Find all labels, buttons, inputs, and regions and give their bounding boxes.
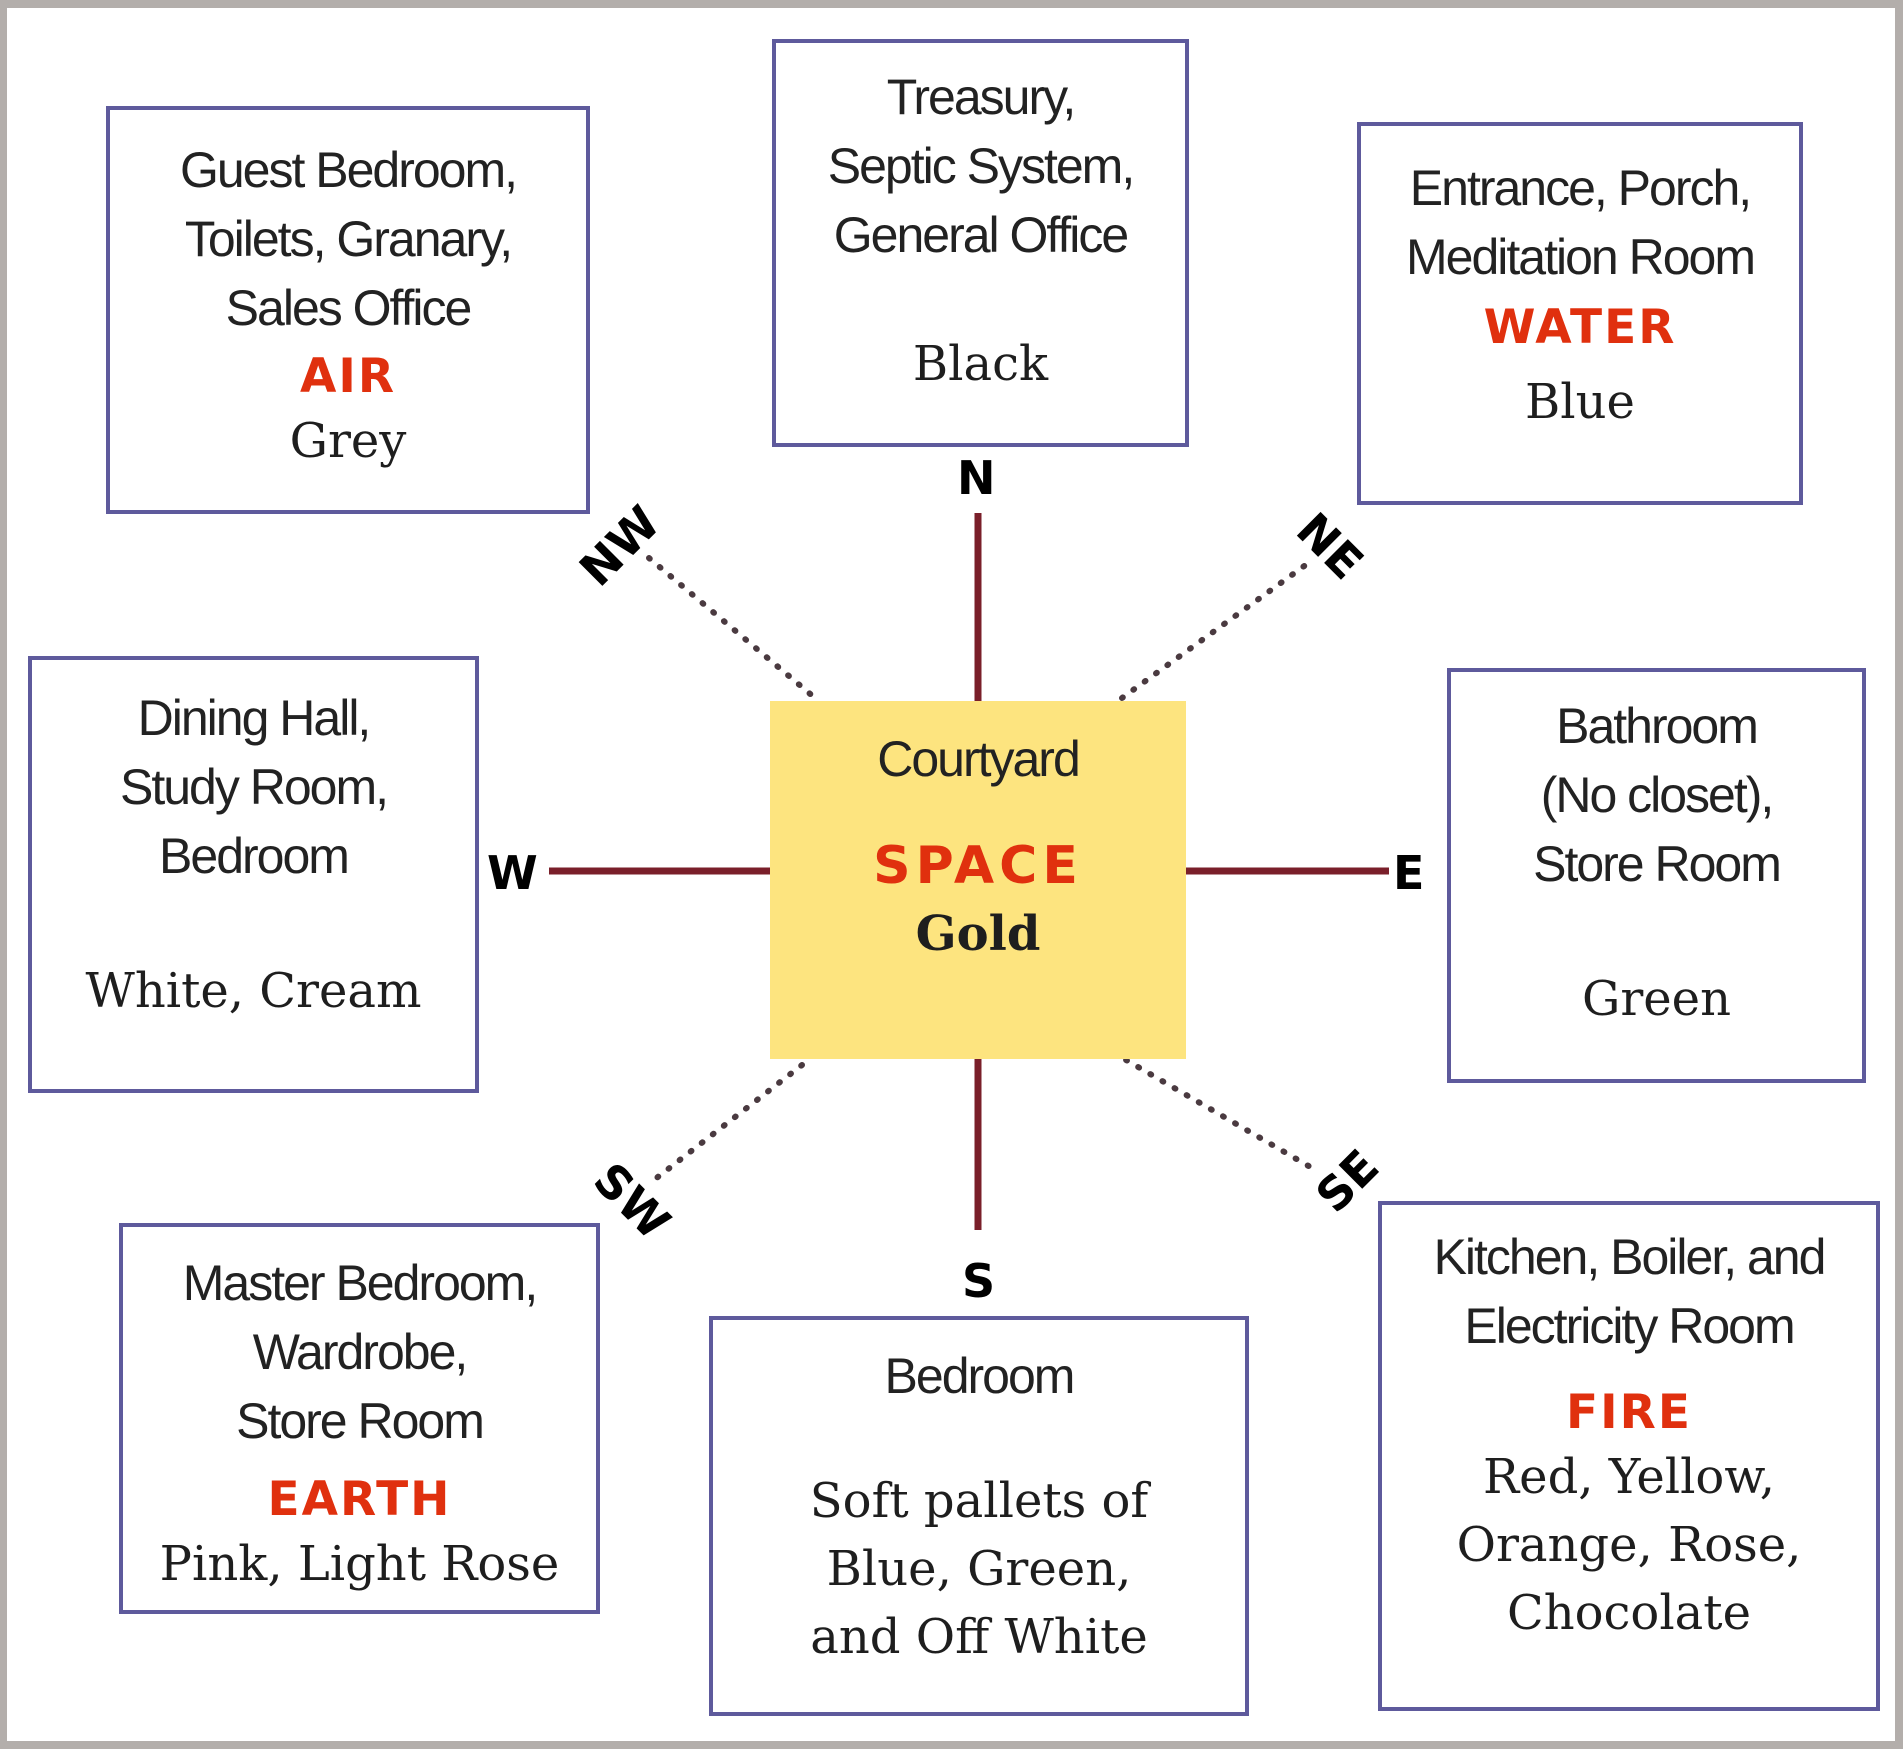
southwest-diagonal xyxy=(651,1062,805,1183)
southeast-diagonal xyxy=(1111,1050,1315,1171)
zone-north-east: Entrance, Porch, Meditation Room WATER B… xyxy=(1357,122,1803,505)
zone-west: Dining Hall, Study Room, Bedroom White, … xyxy=(28,656,479,1093)
zone-rooms: Kitchen, Boiler, and Electricity Room xyxy=(1433,1229,1827,1354)
zone-element: EARTH xyxy=(267,1472,452,1527)
zone-colors: Grey xyxy=(289,413,407,469)
northwest-diagonal xyxy=(646,555,818,701)
zone-rooms: Dining Hall, Study Room, Bedroom xyxy=(119,690,389,884)
zone-rooms: Guest Bedroom, Toilets, Granary, Sales O… xyxy=(179,142,518,336)
zone-colors: Soft pallets of Blue, Green, and Off Whi… xyxy=(809,1473,1149,1665)
center-rooms: Courtyard xyxy=(877,731,1081,787)
zone-south-west: Master Bedroom, Wardrobe, Store Room EAR… xyxy=(119,1223,600,1614)
zone-colors: White, Cream xyxy=(85,963,422,1019)
zone-colors: Green xyxy=(1581,971,1731,1027)
zone-colors: Black xyxy=(912,336,1049,392)
zone-rooms: Master Bedroom, Wardrobe, Store Room xyxy=(182,1255,538,1449)
zone-element: WATER xyxy=(1483,300,1677,355)
northeast-diagonal xyxy=(1119,561,1310,701)
zone-colors: Blue xyxy=(1525,374,1635,430)
zone-rooms: Bedroom xyxy=(884,1348,1076,1404)
zone-rooms: Entrance, Porch, Meditation Room xyxy=(1406,160,1756,285)
direction-label-w: W xyxy=(487,846,538,900)
center-colors: Gold xyxy=(915,906,1041,962)
center-courtyard: Courtyard SPACE Gold xyxy=(770,701,1186,1059)
zone-element: FIRE xyxy=(1566,1385,1692,1440)
zone-rooms: Bathroom (No closet), Store Room xyxy=(1533,698,1782,892)
zone-south: Bedroom Soft pallets of Blue, Green, and… xyxy=(709,1316,1249,1716)
zone-colors: Pink, Light Rose xyxy=(159,1536,560,1592)
direction-label-s: S xyxy=(962,1254,996,1308)
direction-label-n: N xyxy=(957,451,996,505)
center-element: SPACE xyxy=(873,836,1083,896)
zone-north-west: Guest Bedroom, Toilets, Granary, Sales O… xyxy=(106,106,590,514)
zone-east: Bathroom (No closet), Store Room Green xyxy=(1447,668,1866,1083)
connector-lines xyxy=(549,513,1389,1230)
diagram-canvas: Guest Bedroom, Toilets, Granary, Sales O… xyxy=(7,8,1895,1741)
zone-south-east: Kitchen, Boiler, and Electricity Room FI… xyxy=(1378,1201,1880,1711)
zone-rooms: Treasury, Septic System, General Office xyxy=(827,69,1135,263)
direction-label-e: E xyxy=(1393,846,1425,900)
zone-element: AIR xyxy=(299,349,397,404)
zone-north: Treasury, Septic System, General Office … xyxy=(772,39,1189,447)
zone-colors: Red, Yellow, Orange, Rose, Chocolate xyxy=(1456,1449,1802,1641)
